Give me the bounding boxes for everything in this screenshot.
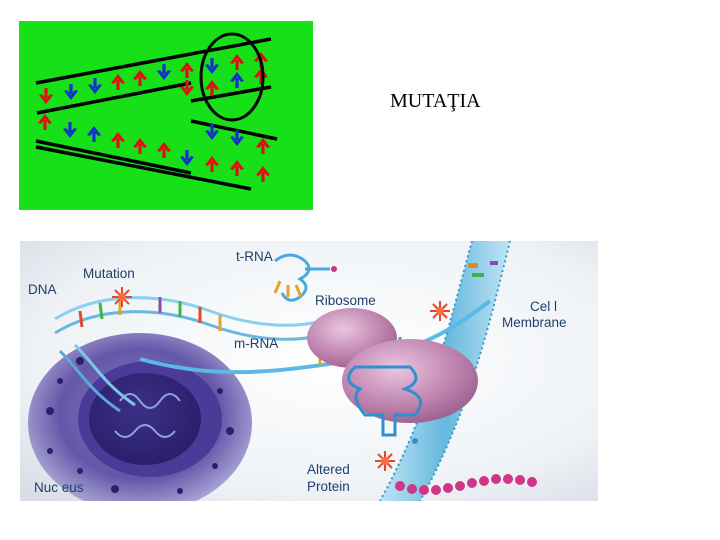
- trna-molecule: [273, 253, 337, 302]
- green-background: [19, 21, 313, 210]
- label-altered: Altered: [307, 462, 350, 477]
- slide-title: MUTAŢIA: [390, 90, 481, 112]
- mutation-circle: [199, 32, 265, 122]
- altered-protein-chain: [395, 474, 537, 495]
- mutation-burst-icon: [112, 287, 450, 471]
- label-nucleus: Nuc eus: [34, 480, 84, 495]
- label-cell-membrane-2: Membrane: [502, 315, 567, 330]
- label-cell-membrane-1: Cel l: [530, 299, 557, 314]
- trna-bound: [347, 365, 423, 444]
- label-ribosome: Ribosome: [315, 293, 376, 308]
- lower-strand: [35, 119, 278, 191]
- label-dna: DNA: [28, 282, 57, 297]
- label-mutation: Mutation: [83, 266, 135, 281]
- nucleus: [28, 333, 252, 501]
- label-mrna: m-RNA: [234, 336, 278, 351]
- ribosome: [307, 308, 478, 423]
- dna-mutation-diagram: [19, 21, 313, 210]
- cell-mutation-illustration: Mutation DNA t-RNA Ribosome m-RNA Cel l …: [20, 241, 598, 501]
- label-protein: Protein: [307, 479, 350, 494]
- dna-helix: [54, 296, 351, 413]
- label-trna: t-RNA: [236, 249, 273, 264]
